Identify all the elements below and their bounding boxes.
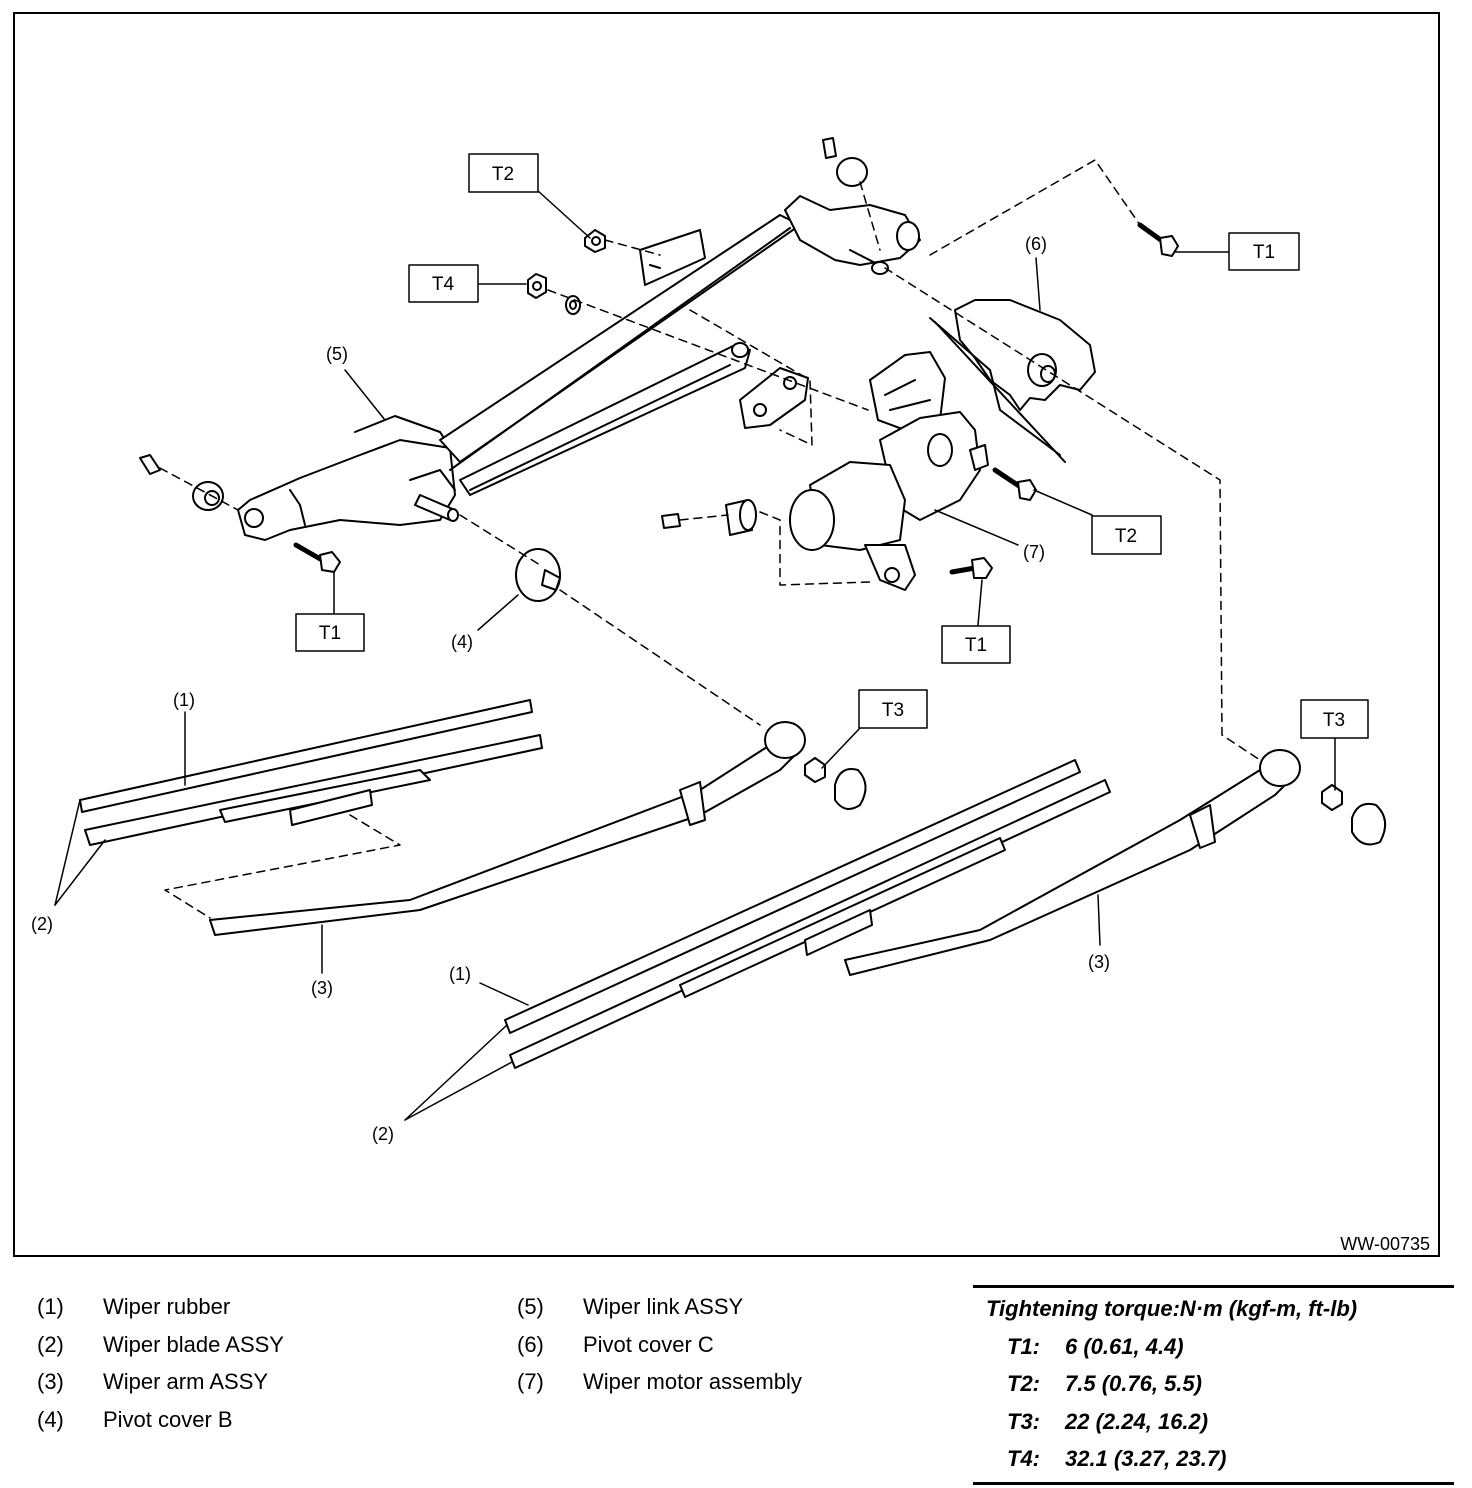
legend-middle: (5) Wiper link ASSY (6) Pivot cover C (7… [517,1288,802,1401]
torque-table: Tightening torque:N·m (kgf-m, ft-lb) T1:… [973,1285,1454,1485]
legend-item: (4) Pivot cover B [37,1401,284,1439]
legend-item: (3) Wiper arm ASSY [37,1363,284,1401]
torque-tag-t2-motor: T2 [1115,526,1137,547]
callout-1-right: (1) [449,964,471,984]
figure-id: WW-00735 [1340,1234,1430,1254]
wiper-arm-assy-left [209,721,806,936]
legend-item: (2) Wiper blade ASSY [37,1326,284,1364]
legend-label: Wiper blade ASSY [103,1331,284,1357]
torque-code: T2: [1007,1371,1040,1396]
torque-tag-t3-right: T3 [1323,710,1345,731]
legend-num: (4) [37,1406,64,1432]
torque-tag-t1-motor: T1 [965,635,987,656]
callout-2-left: (2) [31,914,53,934]
torque-code: T4: [1007,1446,1040,1471]
torque-tag-t2-top: T2 [492,164,514,185]
callout-6: (6) [1025,234,1047,254]
legend-item: (6) Pivot cover C [517,1326,802,1364]
wiper-link-assy [237,195,921,541]
callout-4: (4) [451,632,473,652]
torque-tag-t1-left: T1 [319,623,341,644]
torque-tag-t1-right: T1 [1253,242,1275,263]
torque-row: T4: 32.1 (3.27, 23.7) [973,1440,1454,1478]
legend-left: (1) Wiper rubber (2) Wiper blade ASSY (3… [37,1288,284,1438]
legend-label: Wiper rubber [103,1294,231,1319]
legend-item: (1) Wiper rubber [37,1288,284,1326]
torque-row: T3: 22 (2.24, 16.2) [973,1403,1454,1441]
wiper-motor-assembly [789,351,989,591]
torque-code: T3: [1007,1408,1040,1434]
legend-label: Wiper arm ASSY [103,1369,269,1394]
legend-num: (1) [37,1294,64,1319]
pivot-cover-b [515,548,561,602]
callout-3-right: (3) [1088,952,1110,972]
legend-label: Wiper motor assembly [583,1369,802,1394]
legend-label: Pivot cover B [103,1406,233,1432]
pivot-cover-c [929,299,1096,463]
wiper-blade-assy-right [504,759,1111,1069]
wiper-arm-assy-right [844,749,1301,976]
callout-7: (7) [1023,542,1045,562]
legend-label: Pivot cover C [583,1331,714,1357]
legend-item: (7) Wiper motor assembly [517,1363,802,1401]
legend-item: (5) Wiper link ASSY [517,1288,802,1326]
exploded-diagram: T2 T1 T4 T1 T2 T1 T3 T3 (5) (6) (7) (4) … [31,137,1430,1254]
torque-tag-t3-left: T3 [882,700,904,721]
wiper-blade-assy-left [79,699,543,846]
torque-value: 7.5 (0.76, 5.5) [1065,1371,1202,1396]
legend-label: Wiper link ASSY [583,1294,744,1319]
legend-num: (2) [37,1331,64,1357]
torque-value: 6 (0.61, 4.4) [1065,1333,1184,1359]
torque-value: 32.1 (3.27, 23.7) [1065,1446,1227,1471]
callout-5: (5) [326,344,348,364]
torque-row: T1: 6 (0.61, 4.4) [973,1328,1454,1366]
torque-table-title: Tightening torque:N·m (kgf-m, ft-lb) [986,1296,1358,1321]
torque-code: T1: [1007,1333,1040,1359]
torque-value: 22 (2.24, 16.2) [1065,1408,1209,1434]
legend-num: (3) [37,1369,64,1394]
torque-tag-t4: T4 [432,274,455,295]
callout-3-left: (3) [311,978,333,998]
callout-1-left: (1) [173,690,195,710]
legend-num: (5) [517,1294,544,1319]
torque-row: T2: 7.5 (0.76, 5.5) [973,1365,1454,1403]
legend-num: (6) [517,1331,544,1357]
callout-2-right: (2) [372,1124,394,1144]
legend-num: (7) [517,1369,544,1394]
figure-frame [13,12,1440,1257]
